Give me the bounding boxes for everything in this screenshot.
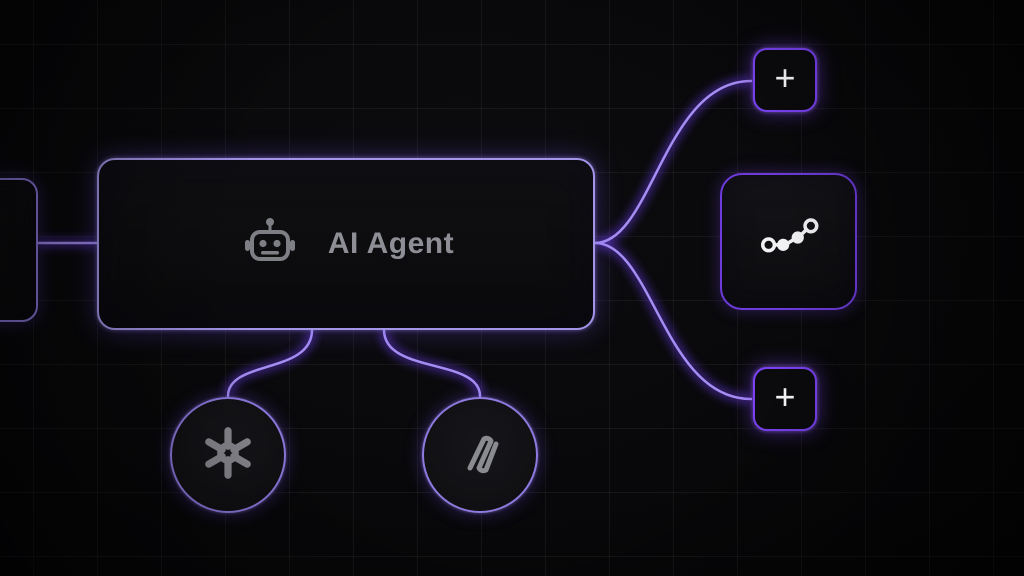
memory-node[interactable] [422, 397, 538, 513]
plus-icon: + [774, 376, 796, 417]
chat-model-node[interactable] [170, 397, 286, 513]
add-node-button-bottom[interactable]: + [753, 367, 817, 431]
openai-icon [197, 422, 259, 489]
plus-icon: + [774, 57, 796, 98]
graph-nodes-icon [754, 204, 824, 279]
robot-icon [238, 210, 302, 279]
memory-coil-icon [449, 422, 511, 489]
ai-agent-node[interactable]: AI Agent [97, 158, 595, 330]
tool-node[interactable] [720, 173, 857, 310]
left-partial-node[interactable] [0, 178, 38, 322]
add-node-button-top[interactable]: + [753, 48, 817, 112]
ai-agent-label: AI Agent [327, 227, 455, 260]
